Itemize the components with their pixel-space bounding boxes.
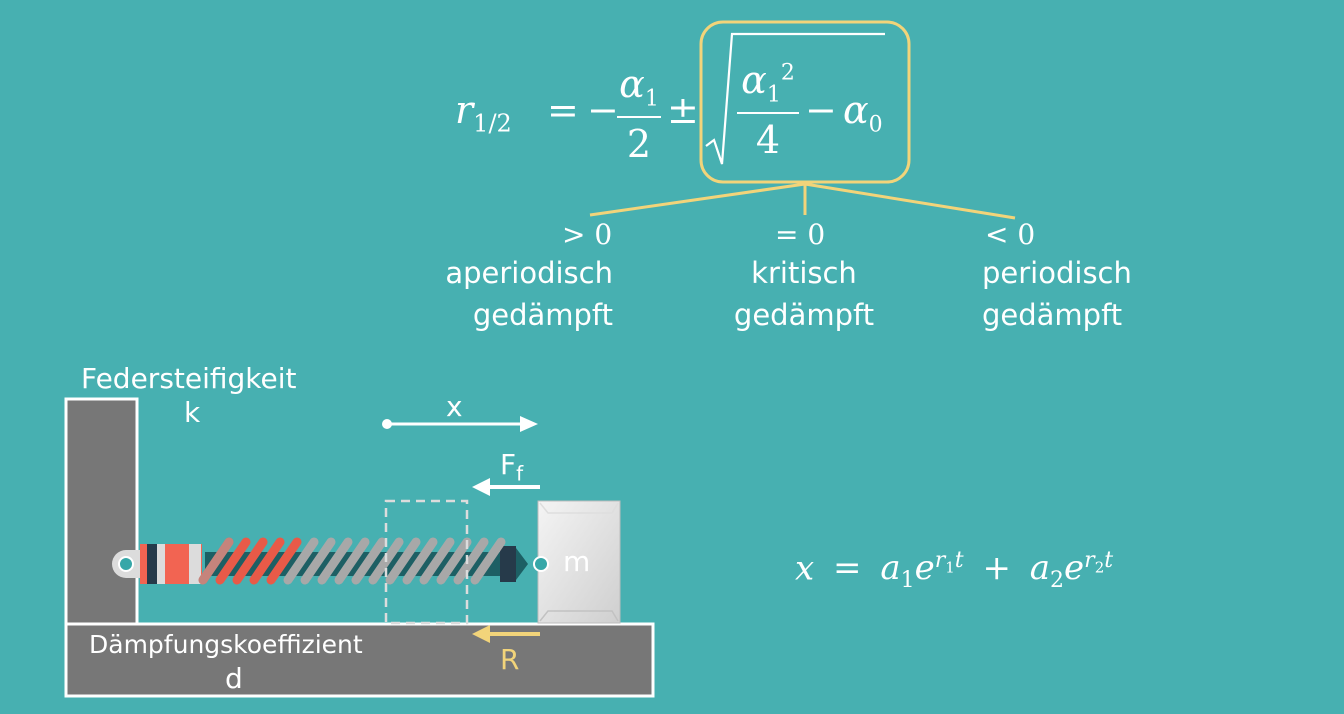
spring-force-label: Ff — [500, 448, 524, 486]
spring-stiffness-symbol: k — [184, 396, 201, 429]
friction-label: R — [500, 643, 520, 676]
friction-arrow-head — [472, 625, 490, 643]
displacement-label: x — [446, 390, 463, 423]
floor — [64, 622, 655, 698]
term-a2: a2er2t — [1029, 548, 1114, 594]
spring-coils — [198, 537, 506, 585]
fraction-alpha1-over-2: α1 2 — [617, 62, 661, 166]
damping-coefficient-label: Dämpfungskoeffizient — [89, 630, 363, 659]
case-condition-zero: = 0 — [775, 218, 826, 251]
equals-sign: = — [547, 88, 579, 132]
case-condition-negative: < 0 — [985, 218, 1036, 251]
fraction-denominator: 2 — [626, 121, 652, 166]
plus-sign: + — [982, 548, 1011, 589]
equilibrium-position-box — [384, 499, 469, 625]
equals-sign: = — [833, 548, 862, 589]
spring-stiffness-label: Federsteifigkeit — [81, 362, 297, 395]
term-a1: a1er1t — [880, 548, 964, 594]
fraction-denominator: 4 — [755, 117, 781, 162]
minus-sign-2: − — [805, 88, 837, 132]
mass-label: m — [563, 545, 591, 578]
solution-formula: x = a1er1t + a2er2t — [795, 548, 1113, 593]
minus-sign: − — [587, 88, 619, 132]
displacement-arrow-head — [520, 416, 538, 432]
fraction-numerator: α1 — [619, 62, 659, 112]
x-symbol: x — [795, 548, 815, 589]
mass-block — [537, 500, 621, 624]
spring-force-arrow-head — [472, 478, 490, 496]
root-symbol: r1/2 — [455, 88, 512, 138]
sqrt-sign — [705, 32, 885, 165]
wall — [64, 397, 139, 626]
damping-coefficient-symbol: d — [225, 662, 243, 695]
alpha-zero: α0 — [843, 88, 883, 138]
fraction-numerator: α12 — [741, 58, 795, 108]
connector-line-right — [804, 182, 1016, 220]
plus-minus-sign: ± — [667, 88, 699, 132]
connector-line-left — [589, 182, 806, 217]
discriminant-highlight-box — [699, 20, 911, 184]
case-condition-positive: > 0 — [562, 218, 613, 251]
mass-mount-eye — [533, 556, 549, 572]
fraction-alpha1sq-over-4: α12 4 — [737, 58, 799, 162]
